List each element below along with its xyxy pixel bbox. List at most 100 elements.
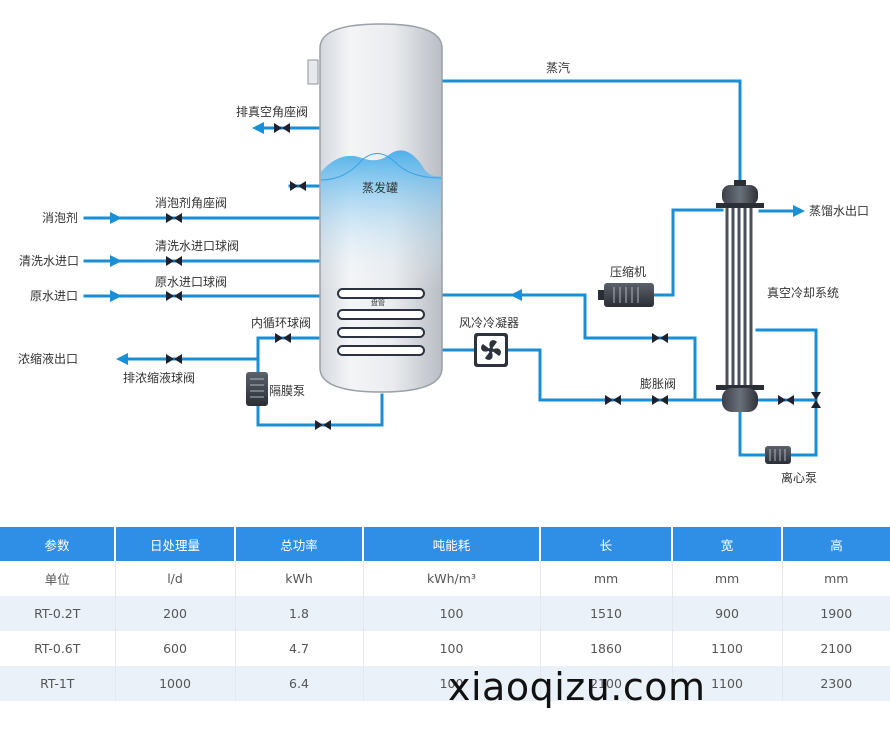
header-energy-per-ton: 吨能耗	[363, 527, 541, 561]
table-cell: mm	[782, 561, 890, 596]
cooling-valve-vertical[interactable]	[811, 392, 821, 408]
table-cell: 200	[115, 596, 236, 631]
return-arrow	[510, 289, 522, 301]
table-cell: 1900	[782, 596, 890, 631]
table-cell: 100	[363, 666, 541, 701]
evaporator-label: 蒸发罐	[362, 180, 398, 195]
table-cell: 900	[672, 596, 783, 631]
cooling-valve[interactable]	[778, 395, 794, 405]
header-param: 参数	[0, 527, 116, 561]
watermark-text: xiaoqizu.com	[448, 665, 706, 709]
table-row: RT-0.2T 200 1.8 100 1510 900 1900	[0, 596, 890, 631]
steam-pipe	[440, 79, 742, 190]
header-length: 长	[540, 527, 673, 561]
table-cell: RT-0.2T	[0, 596, 116, 631]
concentrate-outlet-label: 浓缩液出口	[18, 351, 78, 366]
expansion-valve-label: 膨胀阀	[640, 377, 676, 391]
defoamer-label: 消泡剂	[42, 210, 78, 225]
table-cell: RT-0.6T	[0, 631, 116, 666]
table-cell: 1510	[540, 596, 673, 631]
table-header-row: 参数 日处理量 总功率 吨能耗 长 宽 高	[0, 527, 890, 561]
table-row: RT-1T 1000 6.4 100 2100 1100 2300	[0, 666, 890, 701]
distillate-outlet-label: 蒸馏水出口	[809, 204, 869, 218]
table-cell: 1100	[672, 666, 783, 701]
vent-valve-label: 排真空角座阀	[236, 104, 308, 119]
table-cell: kWh/m³	[363, 561, 541, 596]
wash-inlet-label: 清洗水进口	[19, 254, 79, 268]
bottom-valve[interactable]	[315, 420, 331, 430]
tank-liquid	[321, 150, 441, 290]
table-cell: mm	[672, 561, 783, 596]
concentrate-valve[interactable]	[166, 354, 182, 364]
circulation-valve-label: 内循环球阀	[251, 316, 311, 330]
bypass-valve[interactable]	[652, 333, 668, 343]
distillate-arrow	[793, 205, 805, 217]
raw-arrow	[110, 290, 122, 302]
raw-inlet-label: 原水进口	[30, 289, 78, 303]
cooling-system-label: 真空冷却系统	[767, 286, 839, 300]
process-flow-diagram: 蒸发罐 盘管	[18, 23, 869, 485]
vent-valve[interactable]	[274, 123, 290, 133]
pipes	[83, 79, 818, 457]
evaporator-tank: 蒸发罐 盘管	[307, 23, 443, 393]
steam-label: 蒸汽	[546, 60, 570, 75]
table-cell: 1100	[672, 631, 783, 666]
centrifugal-pump-label: 离心泵	[781, 470, 817, 485]
table-cell: 100	[363, 631, 541, 666]
table-row: 单位 l/d kWh kWh/m³ mm mm mm	[0, 561, 890, 596]
table-cell: 2100	[782, 631, 890, 666]
defoamer-arrow	[110, 212, 122, 224]
header-height: 高	[782, 527, 890, 561]
table-cell: 6.4	[235, 666, 364, 701]
compressor[interactable]	[598, 283, 654, 307]
table-cell: 4.7	[235, 631, 364, 666]
heating-coil	[337, 288, 425, 356]
table-cell: 100	[363, 596, 541, 631]
air-cooled-condenser[interactable]	[474, 333, 508, 367]
table-cell: 单位	[0, 561, 116, 596]
header-width: 宽	[672, 527, 783, 561]
centrifugal-pump[interactable]	[765, 446, 791, 464]
pump-inlet-pipe	[738, 408, 767, 457]
table-cell: 1000	[115, 666, 236, 701]
condenser-out-pipe	[505, 348, 724, 402]
defoamer-valve-label: 消泡剂角座阀	[155, 195, 227, 210]
bypass-pipe	[583, 293, 697, 402]
table-cell: kWh	[235, 561, 364, 596]
flow-arrows	[110, 122, 805, 365]
concentrate-valve-label: 排浓缩液球阀	[123, 370, 195, 385]
hx-bottom-cap	[722, 388, 758, 412]
hx-top-cap	[722, 185, 758, 205]
liquid-surface	[320, 153, 442, 181]
defoamer-valve[interactable]	[166, 213, 182, 223]
cooling-return-pipe	[755, 328, 818, 457]
raw-valve-label: 原水进口球阀	[155, 275, 227, 289]
raw-valve[interactable]	[166, 291, 182, 301]
diaphragm-pump-label: 隔膜泵	[269, 384, 305, 398]
diaphragm-pump[interactable]	[246, 372, 268, 406]
wash-valve-label: 清洗水进口球阀	[155, 239, 239, 253]
coil-label: 盘管	[371, 298, 385, 307]
table-cell: mm	[540, 561, 673, 596]
hx-tubes	[725, 208, 753, 385]
spec-table: 参数 日处理量 总功率 吨能耗 长 宽 高 单位 l/d kWh kWh/m³ …	[0, 527, 890, 701]
circulation-valve[interactable]	[275, 333, 291, 343]
table-cell: 2100	[540, 666, 673, 701]
vacuum-cooling-exchanger	[716, 180, 764, 412]
hx-bottom-flange	[716, 385, 764, 390]
wash-valve[interactable]	[166, 256, 182, 266]
valves	[166, 123, 821, 430]
vent-arrow	[252, 122, 264, 134]
gas-valve[interactable]	[290, 181, 306, 191]
table-cell: RT-1T	[0, 666, 116, 701]
table-cell: 1.8	[235, 596, 364, 631]
expansion-valve-2[interactable]	[652, 395, 668, 405]
expansion-valve-1[interactable]	[605, 395, 621, 405]
table-cell: l/d	[115, 561, 236, 596]
sight-glass	[307, 59, 319, 85]
table-cell: 2300	[782, 666, 890, 701]
fan-icon	[481, 340, 501, 360]
table-cell: 600	[115, 631, 236, 666]
condenser-label: 风冷冷凝器	[459, 315, 519, 330]
table-cell: 1860	[540, 631, 673, 666]
